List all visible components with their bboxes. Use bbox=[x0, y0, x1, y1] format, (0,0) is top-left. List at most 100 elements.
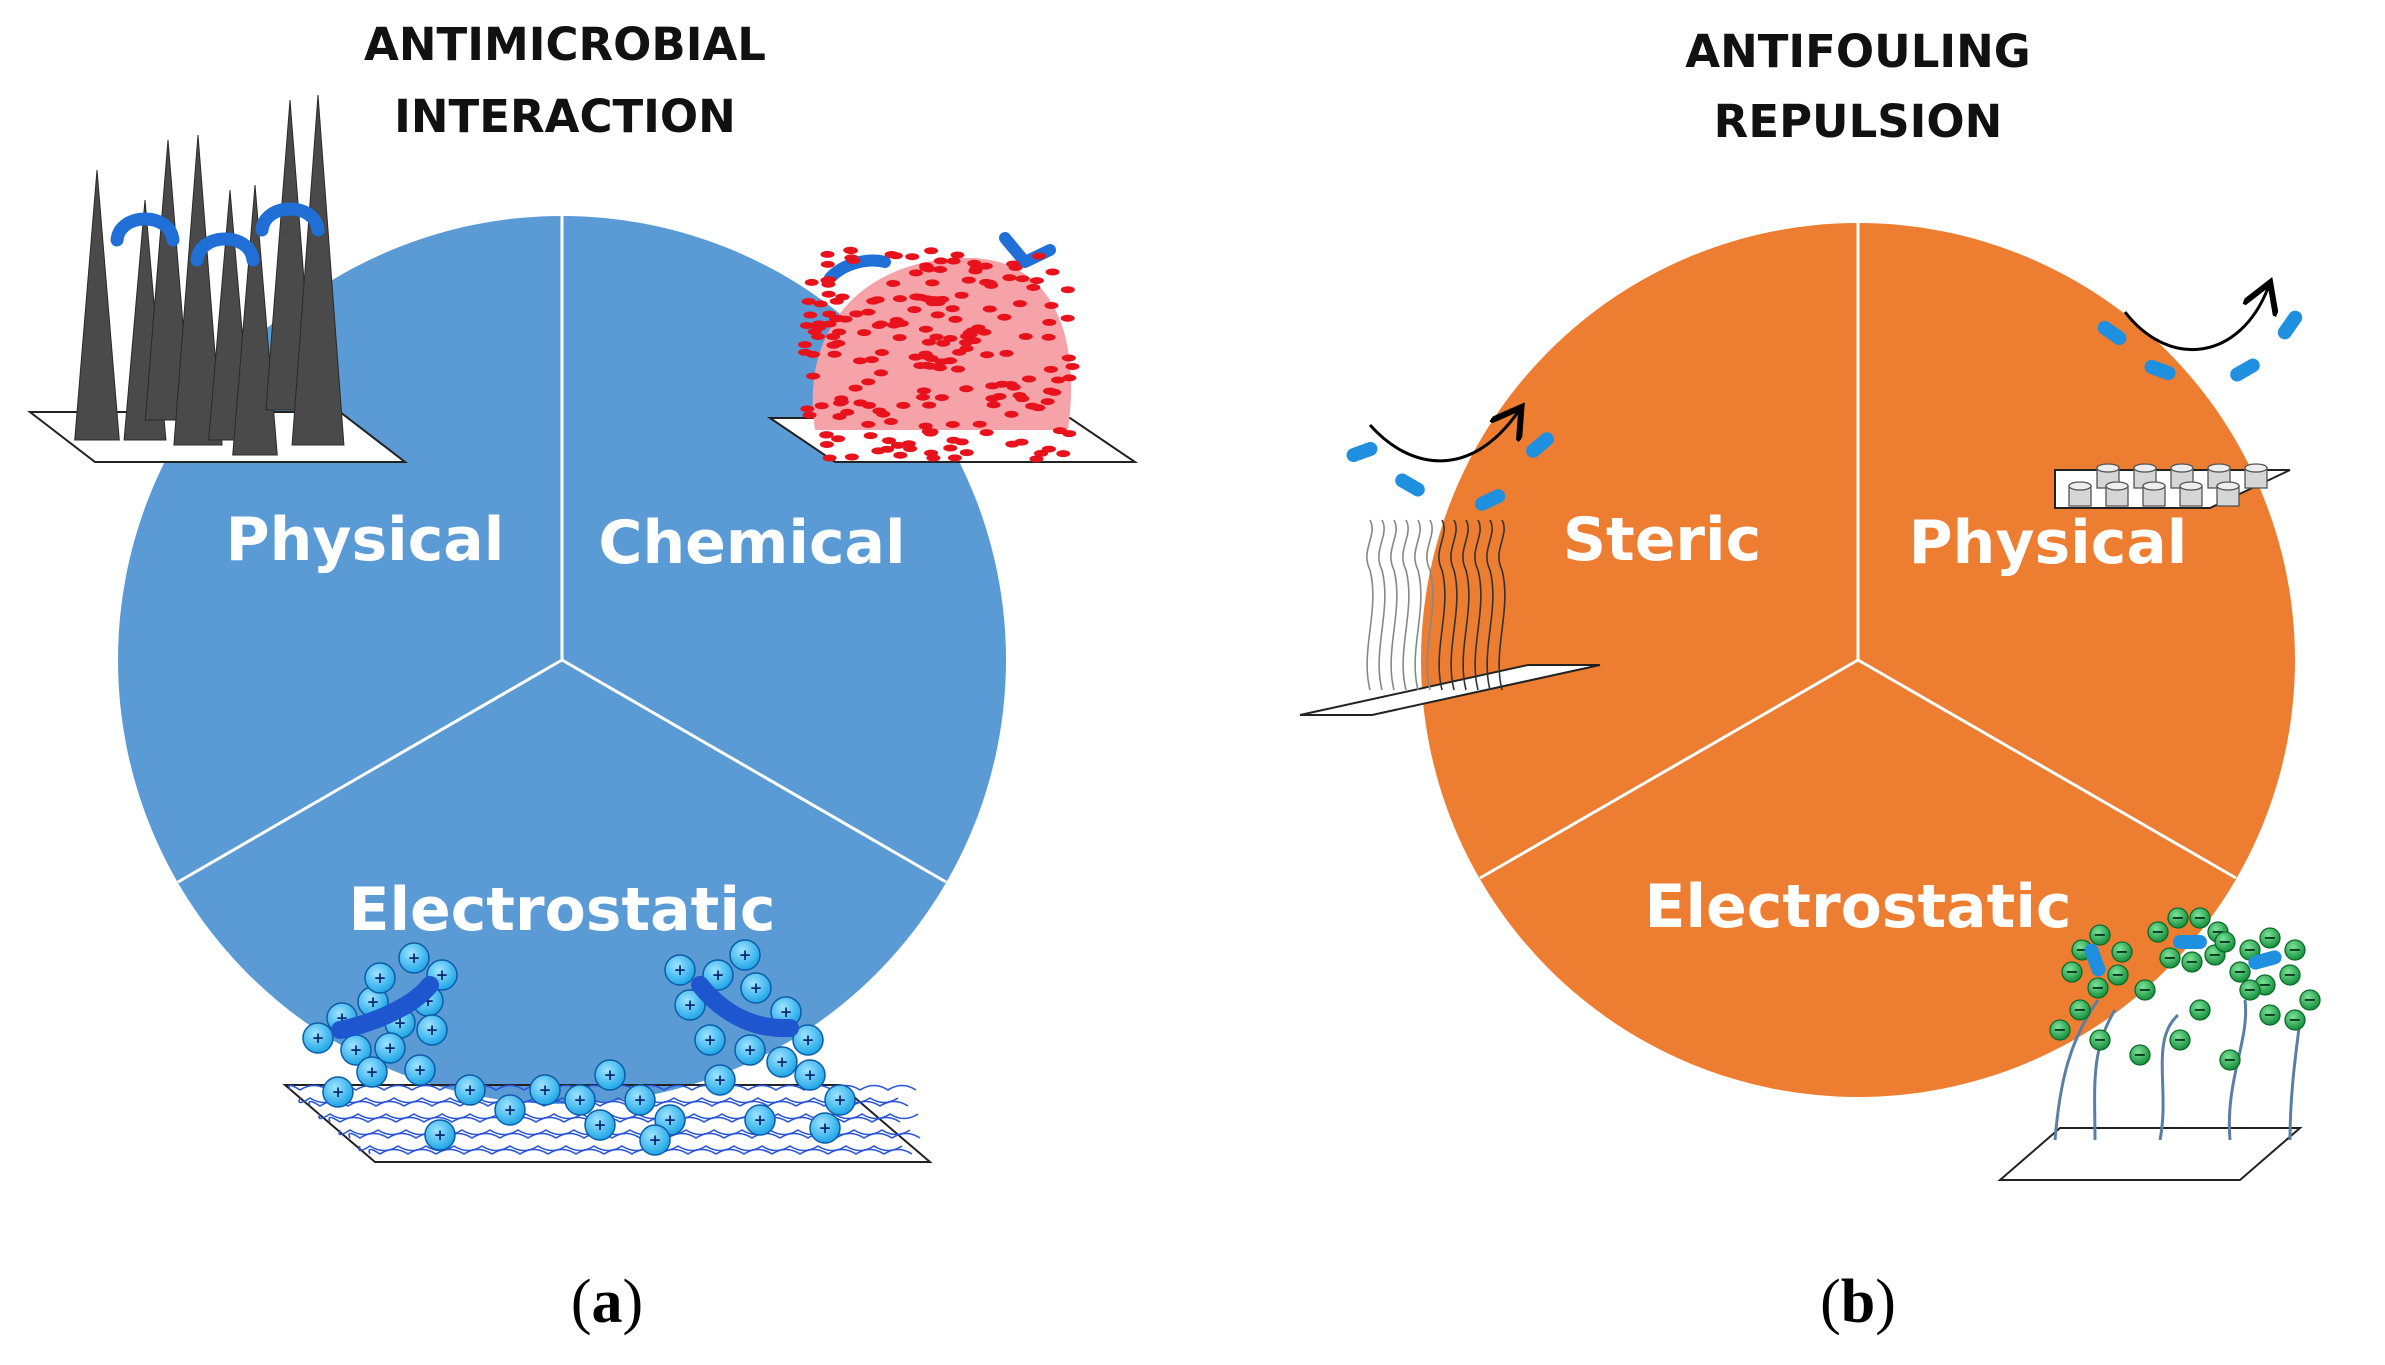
cation-sign: + bbox=[819, 1119, 832, 1137]
biocide-dot bbox=[873, 320, 888, 328]
polymer-strand bbox=[1402, 519, 1410, 691]
cation-sign: + bbox=[750, 979, 763, 997]
biocide-dot bbox=[1062, 374, 1077, 382]
biocide-dot bbox=[979, 429, 994, 437]
anion-sign: − bbox=[2133, 1045, 2146, 1064]
nanospike bbox=[173, 134, 223, 446]
bacterium-icon bbox=[2084, 943, 2106, 977]
anion-base-plate bbox=[1997, 1127, 2303, 1181]
bacterium-icon bbox=[2173, 935, 2207, 949]
panel-a-caption-letter: a bbox=[592, 1268, 623, 1336]
bacterium-icon bbox=[1395, 473, 1425, 497]
cation-sign: + bbox=[802, 1031, 815, 1049]
biocide-dot bbox=[861, 378, 876, 386]
biocide-dot bbox=[913, 293, 928, 301]
biocide-dot bbox=[919, 361, 934, 369]
panel-a-title-line1: ANTIMICROBIAL bbox=[364, 18, 766, 71]
biocide-dot bbox=[959, 385, 974, 393]
cation-sign: + bbox=[834, 1091, 847, 1109]
biocide-dot bbox=[886, 279, 901, 287]
biocide-dot bbox=[827, 350, 842, 358]
bacterium-icon bbox=[2097, 320, 2127, 346]
anion-sign: − bbox=[2218, 932, 2231, 951]
biocide-dot bbox=[929, 333, 944, 341]
cation-sphere bbox=[740, 972, 772, 1004]
anion-sign: − bbox=[2091, 978, 2104, 997]
biocide-dot bbox=[925, 299, 940, 307]
bacterium-icon bbox=[1526, 432, 1554, 458]
biocide-dot bbox=[807, 328, 822, 336]
cation-sign: + bbox=[804, 1066, 817, 1084]
micropillar-top bbox=[2105, 481, 2129, 491]
biocide-dot bbox=[853, 399, 868, 407]
biocide-dot bbox=[1051, 376, 1066, 384]
biocide-dot bbox=[1040, 398, 1055, 406]
biocide-dot bbox=[1032, 252, 1047, 260]
biocide-dot bbox=[1004, 410, 1019, 418]
panel-b-pie bbox=[1421, 223, 2295, 1097]
panel-b: ANTIFOULING REPULSION Steric Physical El… bbox=[1299, 25, 2321, 1336]
cation-sign: + bbox=[504, 1101, 517, 1119]
anion-sphere bbox=[2259, 1004, 2281, 1026]
polymer-branch bbox=[2158, 1013, 2180, 1141]
panel-a-title-line2: INTERACTION bbox=[394, 90, 736, 143]
biocide-dot bbox=[892, 334, 907, 342]
cation-sign: + bbox=[464, 1081, 477, 1099]
cation-sphere bbox=[494, 1094, 526, 1126]
biocide-dot bbox=[813, 300, 828, 308]
bacterium-icon bbox=[1474, 489, 1506, 511]
biocide-dot bbox=[961, 276, 976, 284]
cation-sign: + bbox=[712, 966, 725, 984]
biocide-dot bbox=[873, 369, 888, 377]
biocide-dot bbox=[971, 324, 986, 332]
cation-sphere bbox=[824, 1084, 856, 1116]
panel-b-segment-physical: Physical bbox=[1909, 508, 2188, 578]
biocide-dot bbox=[888, 252, 903, 260]
polymer-branch bbox=[2093, 1009, 2117, 1141]
biocide-dot bbox=[954, 291, 969, 299]
biocide-dot bbox=[1041, 445, 1056, 453]
biocide-dot bbox=[919, 264, 934, 272]
cation-sphere bbox=[564, 1084, 596, 1116]
bacterium-icon bbox=[255, 202, 325, 237]
biocide-dot bbox=[848, 384, 863, 392]
biocide-dot bbox=[916, 387, 931, 395]
anion-sign: − bbox=[2111, 965, 2124, 984]
anion-sphere bbox=[2089, 1029, 2111, 1051]
biocide-dot bbox=[918, 325, 933, 333]
biocide-dot bbox=[1026, 283, 1041, 291]
anion-sign: − bbox=[2163, 948, 2176, 967]
anion-sign: − bbox=[2263, 928, 2276, 947]
biocide-dot bbox=[982, 305, 997, 313]
biocide-dot bbox=[945, 420, 960, 428]
panel-a-caption-open: ( bbox=[571, 1268, 592, 1336]
biocide-dot bbox=[864, 356, 879, 364]
anion-sphere bbox=[2087, 977, 2109, 999]
biocide-dot bbox=[954, 438, 969, 446]
biocide-dot bbox=[890, 441, 905, 449]
biocide-dot bbox=[922, 401, 937, 409]
cation-sphere bbox=[398, 942, 430, 974]
biocide-dot bbox=[826, 333, 841, 341]
biocide-dot bbox=[967, 259, 982, 267]
biocide-dot bbox=[880, 445, 895, 453]
cation-sign: + bbox=[776, 1053, 789, 1071]
panel-b-segment-steric: Steric bbox=[1563, 505, 1761, 575]
micropillar-top bbox=[2096, 463, 2120, 473]
cation-sphere bbox=[594, 1059, 626, 1091]
panel-a: ANTIMICROBIAL INTERACTION Physical Chemi… bbox=[27, 18, 1139, 1336]
micropillar-top bbox=[2133, 463, 2157, 473]
cation-sign: + bbox=[634, 1091, 647, 1109]
panel-b-caption: (b) bbox=[1820, 1268, 1896, 1336]
anion-sphere bbox=[2299, 989, 2321, 1011]
panel-b-segment-electrostatic: Electrostatic bbox=[1644, 872, 2071, 942]
anion-sign: − bbox=[2053, 1020, 2066, 1039]
anion-sign: − bbox=[2263, 1005, 2276, 1024]
anion-sign: − bbox=[2065, 962, 2078, 981]
cation-sign: + bbox=[754, 1111, 767, 1129]
cation-sign: + bbox=[674, 961, 687, 979]
biocide-dot bbox=[874, 349, 889, 357]
biocide-dot bbox=[1031, 404, 1046, 412]
anion-sphere bbox=[2259, 927, 2281, 949]
